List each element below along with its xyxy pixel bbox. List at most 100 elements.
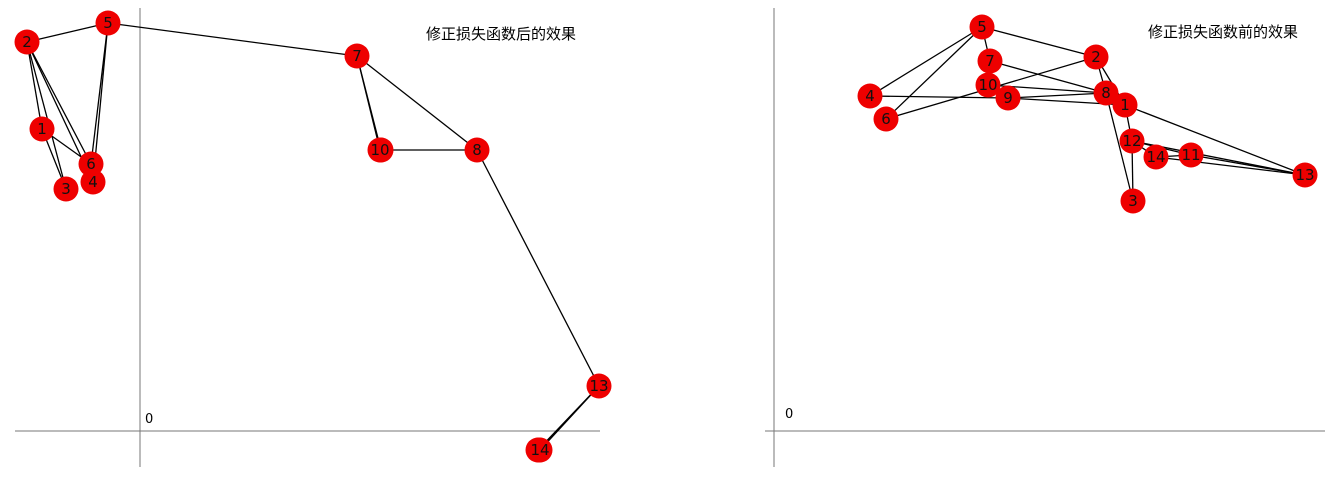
node-label: 11	[1181, 146, 1200, 164]
node-6: 6	[873, 106, 899, 132]
node-8: 8	[1093, 80, 1119, 106]
node-14: 14	[1143, 144, 1169, 170]
node-circle	[1120, 188, 1146, 214]
node-5: 5	[95, 10, 121, 36]
node-label: 8	[1101, 84, 1111, 102]
edge-9-8	[1007, 92, 1107, 99]
node-label: 1	[37, 120, 47, 138]
node-5: 5	[969, 14, 995, 40]
node-10: 10	[975, 72, 1001, 98]
edge-5-4	[869, 26, 983, 97]
node-circle	[78, 151, 104, 177]
node-12: 12	[1119, 128, 1145, 154]
panel-title: 修正损失函数前的效果	[1148, 23, 1298, 41]
node-14: 14	[527, 437, 553, 463]
node-label: 2	[1091, 48, 1101, 66]
panel-title: 修正损失函数后的效果	[426, 25, 576, 43]
node-3: 3	[53, 176, 79, 202]
node-label: 14	[530, 441, 549, 459]
origin-label: 0	[145, 412, 153, 427]
node-label: 13	[589, 377, 608, 395]
node-circle	[1093, 80, 1119, 106]
edge-2-5	[26, 22, 109, 43]
edge-8-13	[476, 149, 600, 387]
node-circle	[1143, 144, 1169, 170]
node-label: 5	[977, 18, 987, 36]
node-circle	[977, 48, 1003, 74]
node-circle	[857, 83, 883, 109]
node-6: 6	[78, 151, 104, 177]
edge-2-6	[26, 41, 92, 165]
edge-11-13	[1190, 154, 1306, 176]
node-9: 9	[995, 85, 1021, 111]
node-label: 6	[86, 155, 96, 173]
node-circle	[1178, 142, 1204, 168]
node-circle	[53, 176, 79, 202]
node-label: 4	[865, 87, 875, 105]
node-circle	[367, 137, 393, 163]
node-2: 2	[1083, 44, 1109, 70]
node-circle	[969, 14, 995, 40]
edge-7-8	[356, 55, 478, 151]
node-1: 1	[29, 116, 55, 142]
node-label: 12	[1122, 132, 1141, 150]
node-circle	[527, 437, 553, 463]
node-label: 8	[472, 141, 482, 159]
node-circle	[1119, 128, 1145, 154]
node-label: 3	[1128, 192, 1138, 210]
node-13: 13	[586, 373, 612, 399]
node-8: 8	[464, 137, 490, 163]
node-circle	[1083, 44, 1109, 70]
node-circle	[464, 137, 490, 163]
node-label: 1	[1120, 96, 1130, 114]
node-circle	[586, 373, 612, 399]
node-label: 7	[352, 47, 362, 65]
node-circle	[1292, 162, 1318, 188]
origin-label: 0	[785, 407, 793, 422]
node-label: 13	[1295, 166, 1314, 184]
edge-1-13	[1124, 104, 1306, 176]
node-circle	[873, 106, 899, 132]
node-circle	[1112, 92, 1138, 118]
node-label: 10	[978, 76, 997, 94]
edge-5-7	[107, 22, 358, 57]
node-label: 6	[881, 110, 891, 128]
edge-8-3	[1105, 92, 1134, 202]
node-7: 7	[344, 43, 370, 69]
node-label: 7	[985, 52, 995, 70]
node-label: 10	[370, 141, 389, 159]
edge-2-3	[26, 41, 67, 190]
node-circle	[344, 43, 370, 69]
node-label: 2	[22, 33, 32, 51]
edge-7-9	[356, 55, 382, 151]
node-4: 4	[857, 83, 883, 109]
node-circle	[29, 116, 55, 142]
node-label: 14	[1146, 148, 1165, 166]
node-3: 3	[1120, 188, 1146, 214]
node-circle	[14, 29, 40, 55]
node-label: 9	[1003, 89, 1013, 107]
edge-7-8	[989, 60, 1107, 94]
edge-13-14	[539, 385, 600, 451]
edge-5-2	[981, 26, 1097, 58]
node-circle	[995, 85, 1021, 111]
node-10: 10	[367, 137, 393, 163]
node-label: 5	[103, 14, 113, 32]
node-label: 3	[61, 180, 71, 198]
node-13: 13	[1292, 162, 1318, 188]
edge-layer	[26, 22, 600, 451]
edge-2-1	[26, 41, 43, 130]
node-circle	[95, 10, 121, 36]
node-circle	[975, 72, 1001, 98]
node-2: 2	[14, 29, 40, 55]
node-11: 11	[1178, 142, 1204, 168]
node-7: 7	[977, 48, 1003, 74]
edge-4-9	[869, 95, 1009, 99]
node-1: 1	[1112, 92, 1138, 118]
edge-5-6	[885, 26, 983, 120]
